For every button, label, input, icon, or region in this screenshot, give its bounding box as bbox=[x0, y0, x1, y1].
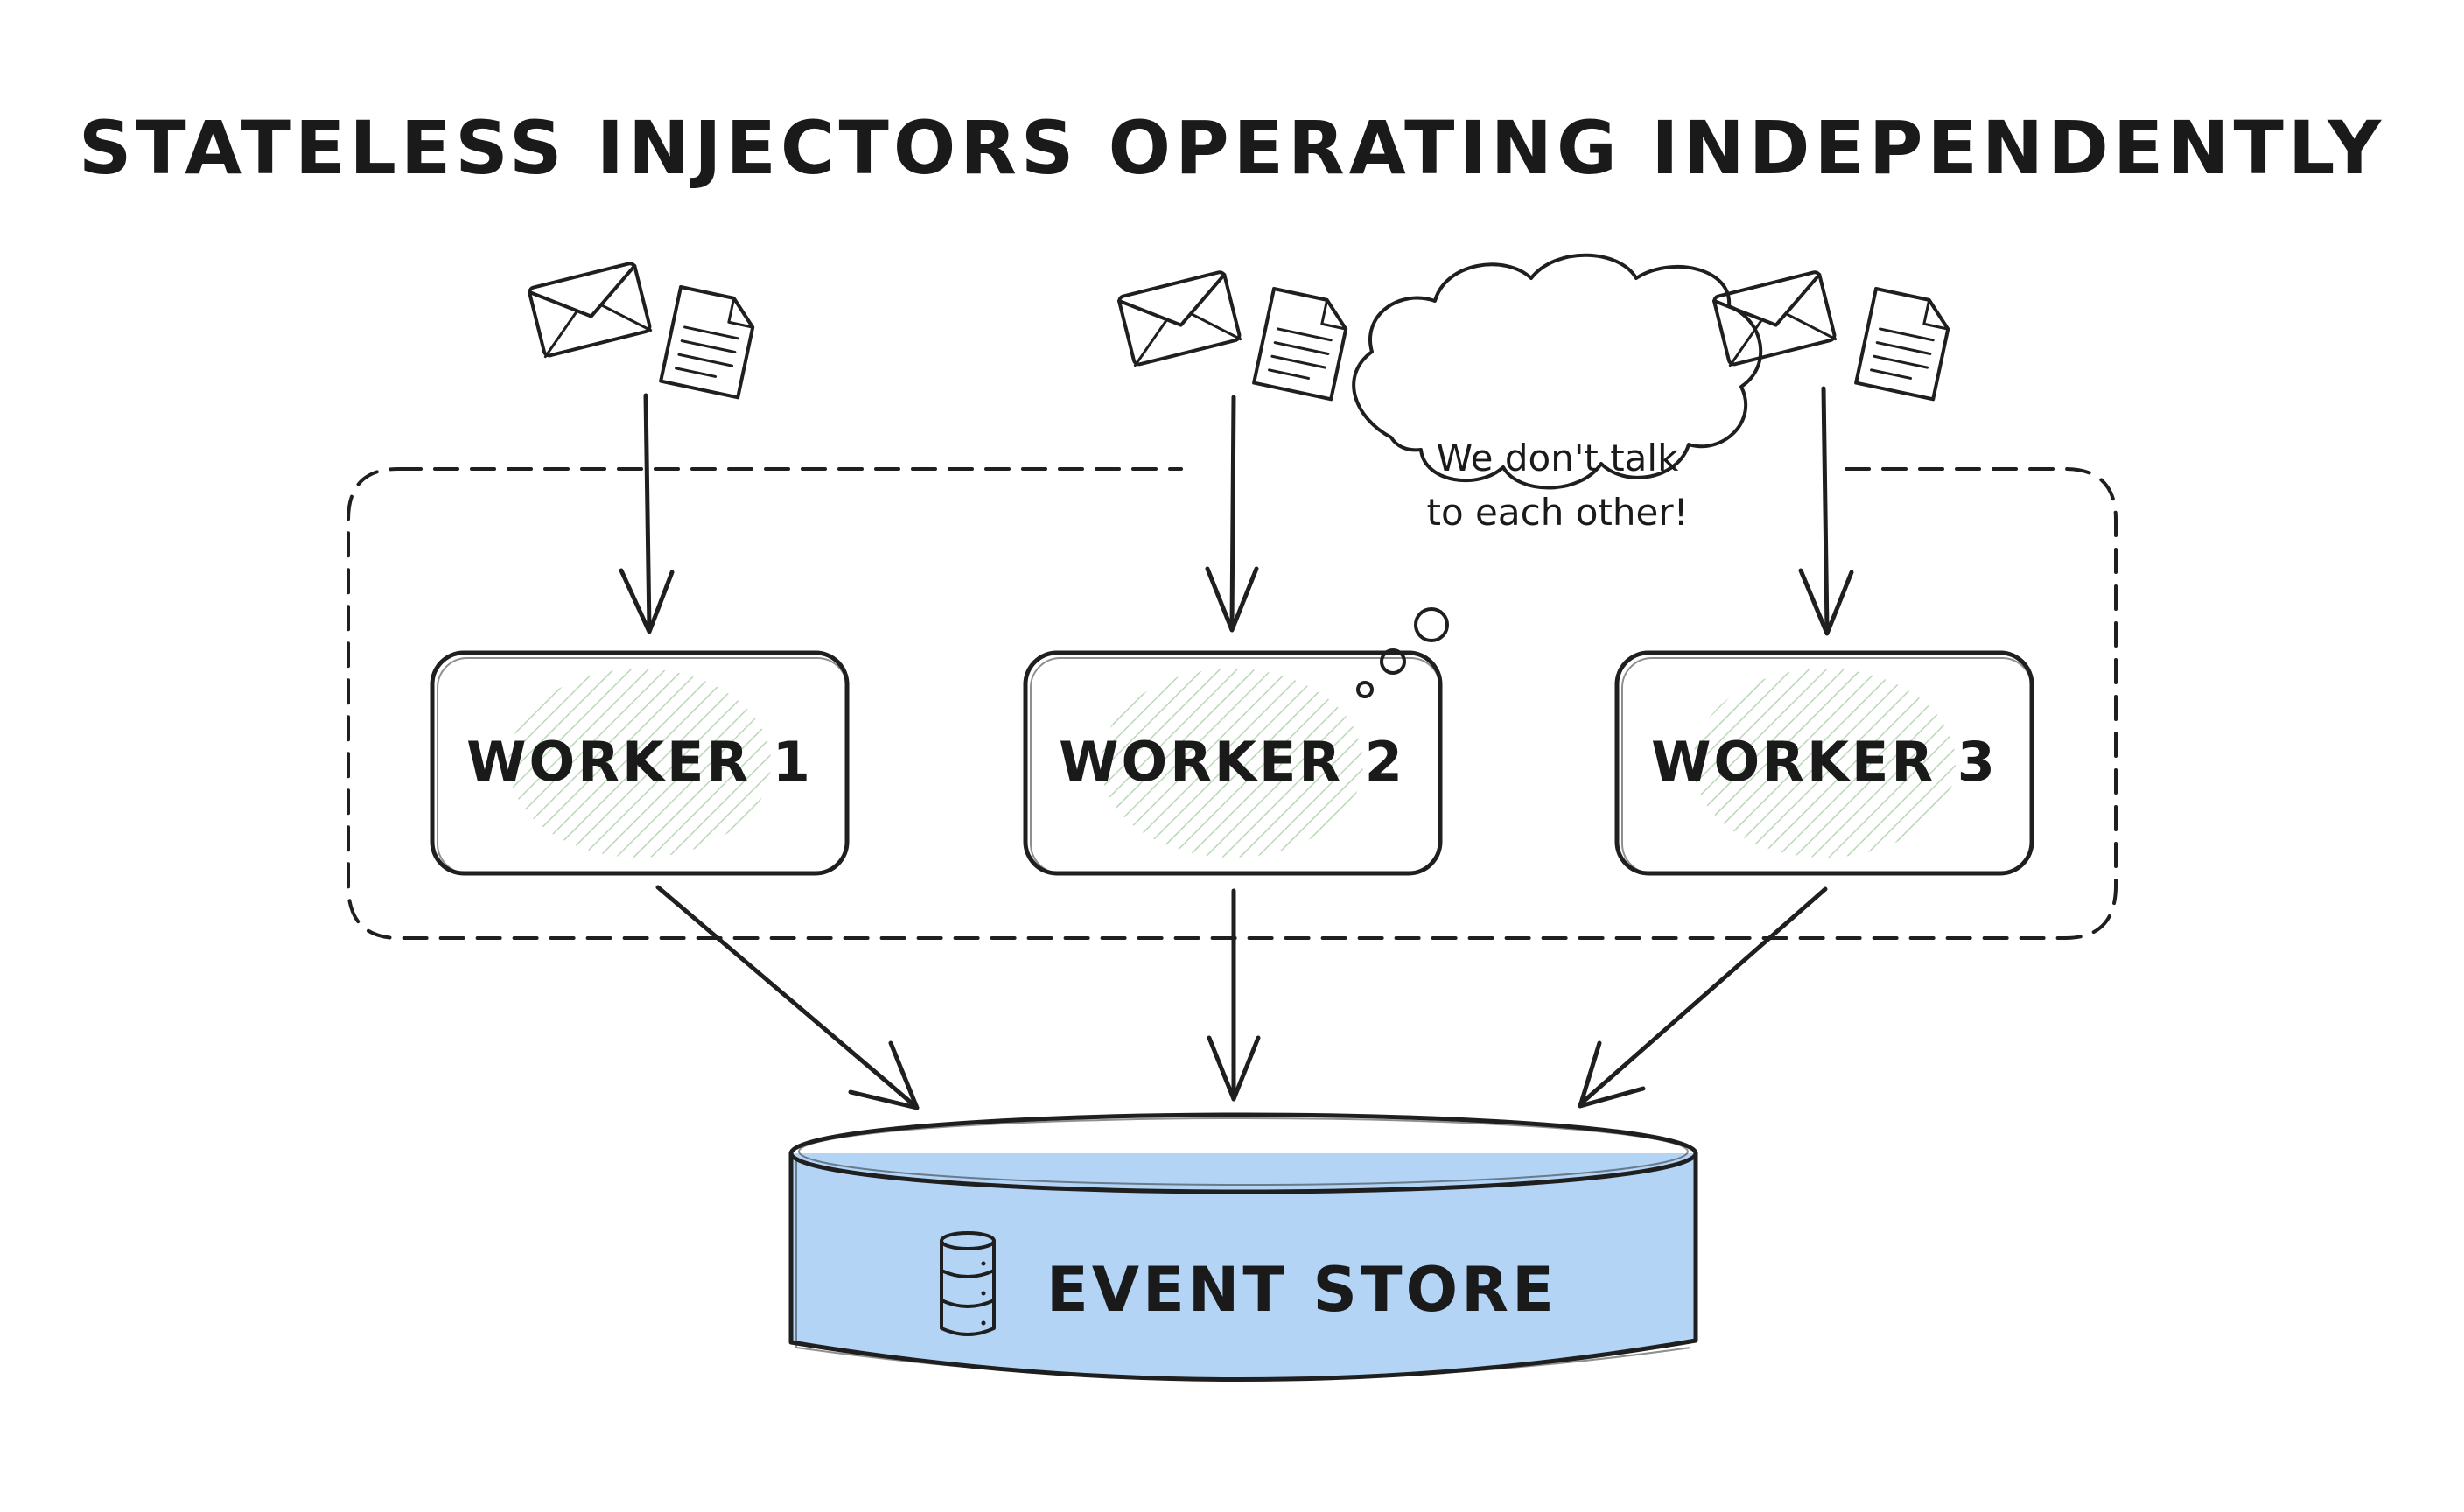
worker-3-label: WORKER 3 bbox=[1651, 730, 1998, 794]
output-arrow-worker-1 bbox=[655, 885, 920, 1110]
envelope-icon bbox=[1712, 270, 1838, 368]
database-icon bbox=[940, 1231, 996, 1336]
worker-2-label: WORKER 2 bbox=[1059, 730, 1405, 794]
worker-1: WORKER 1 bbox=[430, 650, 850, 876]
document-icon bbox=[1252, 287, 1348, 402]
output-arrow-worker-3 bbox=[1578, 886, 1828, 1109]
event-store: EVENT STORE bbox=[788, 1112, 1698, 1382]
envelope-icon bbox=[527, 262, 653, 359]
worker-2: WORKER 2 bbox=[1023, 650, 1443, 876]
event-store-label: EVENT STORE bbox=[1046, 1254, 1558, 1326]
worker-1-label: WORKER 1 bbox=[466, 730, 813, 794]
document-icon bbox=[1854, 287, 1950, 402]
input-arrow-worker-1 bbox=[619, 393, 675, 634]
worker-group-boundary bbox=[346, 467, 2118, 940]
input-arrow-worker-3 bbox=[1798, 386, 1854, 636]
worker-3: WORKER 3 bbox=[1614, 650, 2034, 876]
input-arrow-worker-2 bbox=[1205, 395, 1259, 633]
thought-bubble-line-2: to each other! bbox=[1427, 491, 1689, 534]
thought-bubble-line-1: We don't talk bbox=[1437, 437, 1679, 480]
thought-bubble: We don't talk to each other! bbox=[1352, 253, 1763, 698]
document-icon bbox=[659, 285, 755, 400]
diagram-title: STATELESS INJECTORS OPERATING INDEPENDEN… bbox=[79, 105, 2385, 191]
envelope-icon bbox=[1116, 270, 1242, 368]
output-arrow-worker-2 bbox=[1207, 888, 1261, 1102]
